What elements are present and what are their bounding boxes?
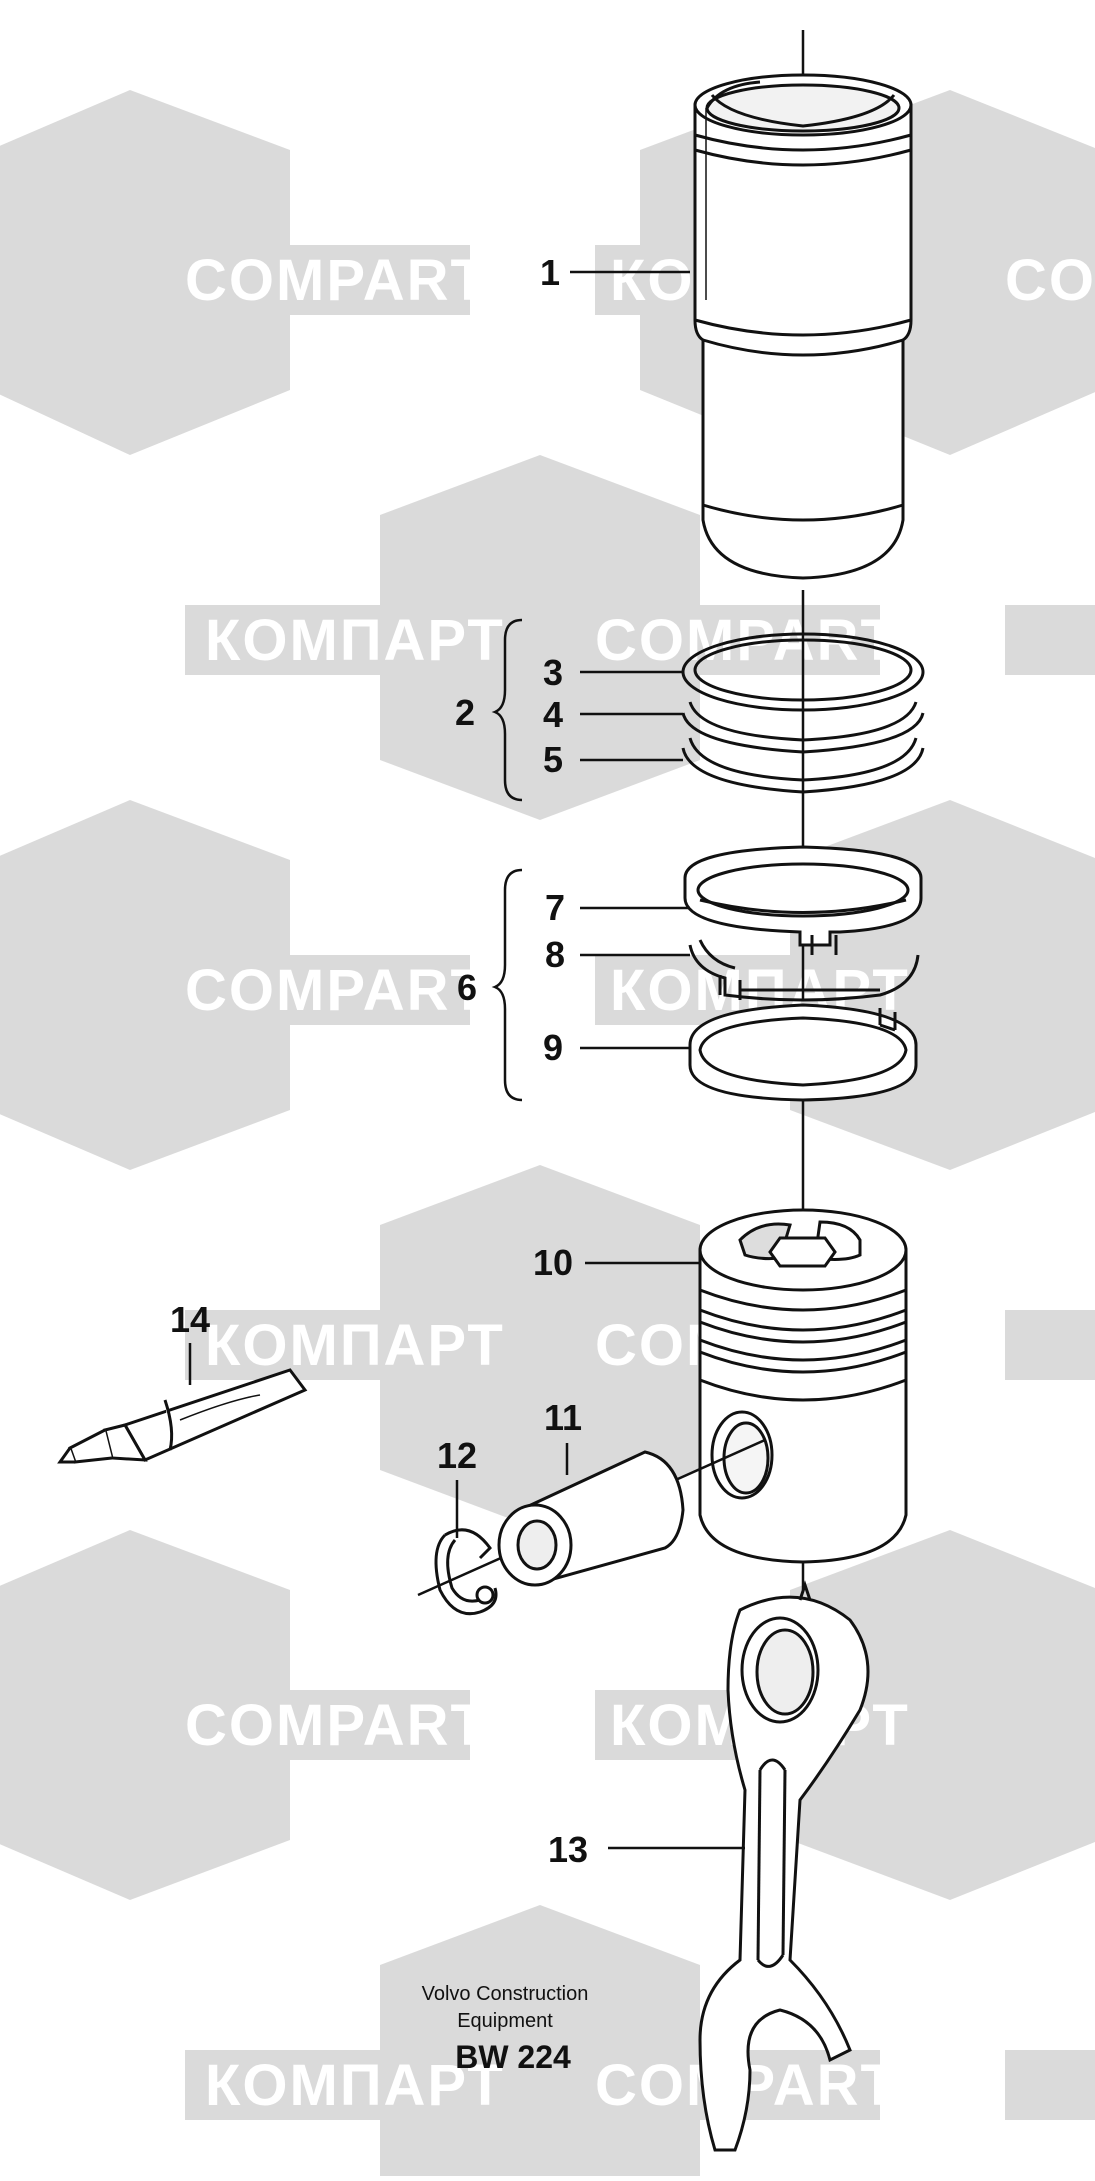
callout-5: 5 [543, 739, 563, 780]
sealant-tube [57, 1368, 308, 1464]
watermark-text: COMPART [595, 608, 898, 673]
callouts: 1 2 3 4 5 6 7 8 9 10 11 12 13 14 [170, 252, 588, 1870]
callout-9: 9 [543, 1027, 563, 1068]
watermark-tile: КОМПАРТ COMPART [185, 1905, 1095, 2176]
oil-ring-8-expander [688, 939, 920, 1002]
circlip [434, 1528, 498, 1616]
callout-8: 8 [545, 934, 565, 975]
footer-company: Volvo Construction [422, 1983, 589, 2005]
watermark-text: COMPART [185, 958, 488, 1023]
callout-13: 13 [548, 1829, 588, 1870]
compression-ring-4 [681, 701, 925, 754]
watermark-tile: COMPART [0, 1530, 488, 1900]
watermark-text: КОМПАРТ [205, 1313, 505, 1378]
drawing-code: BW 224 [455, 2039, 571, 2075]
piston-pin [497, 1450, 685, 1587]
callout-3: 3 [543, 652, 563, 693]
callout-6: 6 [457, 967, 477, 1008]
callout-4: 4 [543, 694, 563, 735]
watermark-text: COMPART [185, 248, 488, 313]
cylinder-liner [693, 73, 913, 580]
brace-group-6 [491, 868, 523, 1102]
watermark-tile: КОМПАРТ [595, 1530, 1095, 1900]
oil-ring-7 [683, 845, 923, 955]
watermark-text: КОМПАРТ [205, 2053, 505, 2118]
brace-group-2 [491, 618, 523, 802]
callout-12: 12 [437, 1435, 477, 1476]
watermark-tile: КОМПАРТ COMPART [185, 455, 1095, 820]
watermark-text: COMPART [1005, 248, 1095, 313]
watermark-text: КОМПАРТ [205, 608, 505, 673]
connecting-rod [698, 1580, 870, 2152]
watermark-text: COMPART [185, 1693, 488, 1758]
callout-10: 10 [533, 1242, 573, 1283]
watermark-tile: COMPART [0, 800, 488, 1170]
footer-company-2: Equipment [457, 2010, 553, 2032]
callout-7: 7 [545, 887, 565, 928]
piston [698, 1208, 908, 1564]
oil-ring-9 [688, 1003, 918, 1102]
leader-lines [188, 270, 745, 1850]
compression-ring-5 [681, 737, 925, 794]
callout-2: 2 [455, 692, 475, 733]
footer: Volvo Construction Equipment BW 224 [422, 1983, 589, 2075]
callout-11: 11 [544, 1397, 582, 1438]
callout-1: 1 [540, 252, 560, 293]
watermark-tile: COMPART [0, 90, 488, 455]
callout-14: 14 [170, 1299, 210, 1340]
